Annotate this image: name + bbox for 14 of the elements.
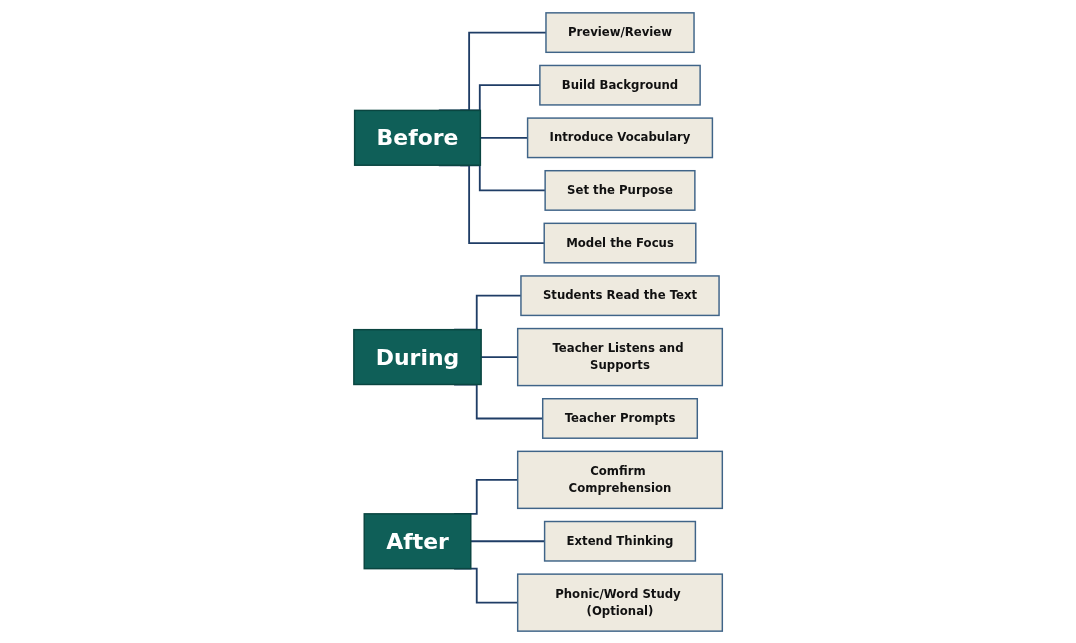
node-box: Preview/Review <box>545 11 695 53</box>
node-box: After <box>363 512 472 569</box>
node-box: Students Read the Text <box>520 274 720 316</box>
node-box: Phonic/Word Study (Optional) <box>516 572 723 632</box>
node-box: Comfirm Comprehension <box>516 450 723 509</box>
node-box: Teacher Listens and Supports <box>516 327 723 386</box>
node-box: During <box>353 328 482 385</box>
node-box: Extend Thinking <box>543 520 697 562</box>
node-box: Model the Focus <box>543 222 697 264</box>
node-box: Teacher Prompts <box>541 397 698 439</box>
node-box: Before <box>353 109 481 166</box>
node-box: Set the Purpose <box>544 169 696 211</box>
node-box: Introduce Vocabulary <box>526 116 714 158</box>
node-box: Build Background <box>539 64 701 106</box>
